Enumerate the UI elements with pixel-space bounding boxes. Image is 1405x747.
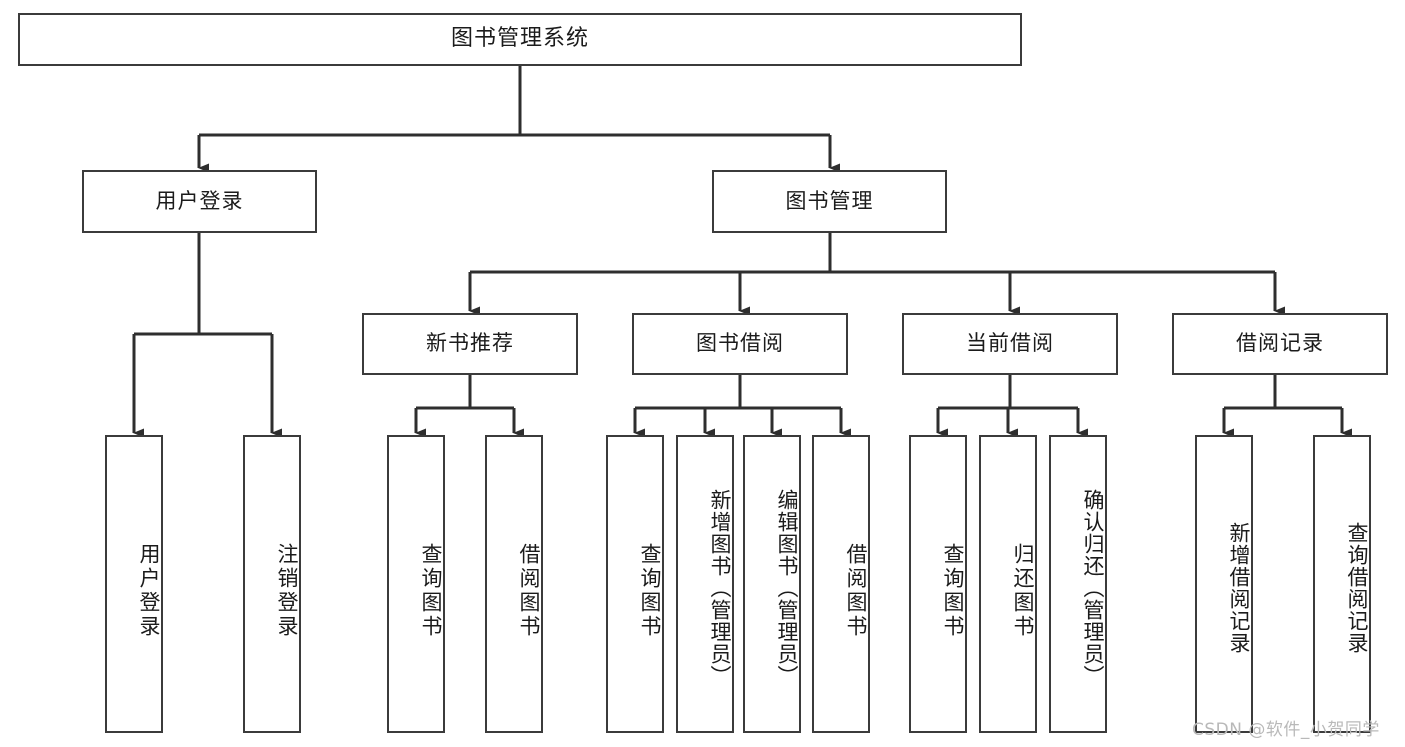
node-leaf-borrow-book-1[interactable]: 借阅图书	[485, 435, 543, 733]
node-leaf-query-book-1[interactable]: 查询图书	[387, 435, 445, 733]
node-root[interactable]: 图书管理系统	[18, 13, 1022, 66]
node-user-login[interactable]: 用户登录	[82, 170, 317, 233]
node-leaf-borrow-book-2[interactable]: 借阅图书	[812, 435, 870, 733]
node-leaf-user-login[interactable]: 用户登录	[105, 435, 163, 733]
node-leaf-add-record[interactable]: 新增借阅记录	[1195, 435, 1253, 733]
node-borrow-record[interactable]: 借阅记录	[1172, 313, 1388, 375]
node-leaf-return-book[interactable]: 归还图书	[979, 435, 1037, 733]
csdn-watermark: CSDN @软件_小贺同学	[1192, 720, 1380, 740]
node-leaf-logout-login[interactable]: 注销登录	[243, 435, 301, 733]
node-leaf-query-book-3[interactable]: 查询图书	[909, 435, 967, 733]
node-leaf-confirm-return[interactable]: 确认归还（管理员）	[1049, 435, 1107, 733]
node-leaf-edit-book[interactable]: 编辑图书（管理员）	[743, 435, 801, 733]
node-book-borrow[interactable]: 图书借阅	[632, 313, 848, 375]
node-leaf-query-book-2[interactable]: 查询图书	[606, 435, 664, 733]
node-book-management[interactable]: 图书管理	[712, 170, 947, 233]
node-leaf-add-book[interactable]: 新增图书（管理员）	[676, 435, 734, 733]
node-new-book-recommend[interactable]: 新书推荐	[362, 313, 578, 375]
node-current-borrow[interactable]: 当前借阅	[902, 313, 1118, 375]
node-leaf-query-record[interactable]: 查询借阅记录	[1313, 435, 1371, 733]
